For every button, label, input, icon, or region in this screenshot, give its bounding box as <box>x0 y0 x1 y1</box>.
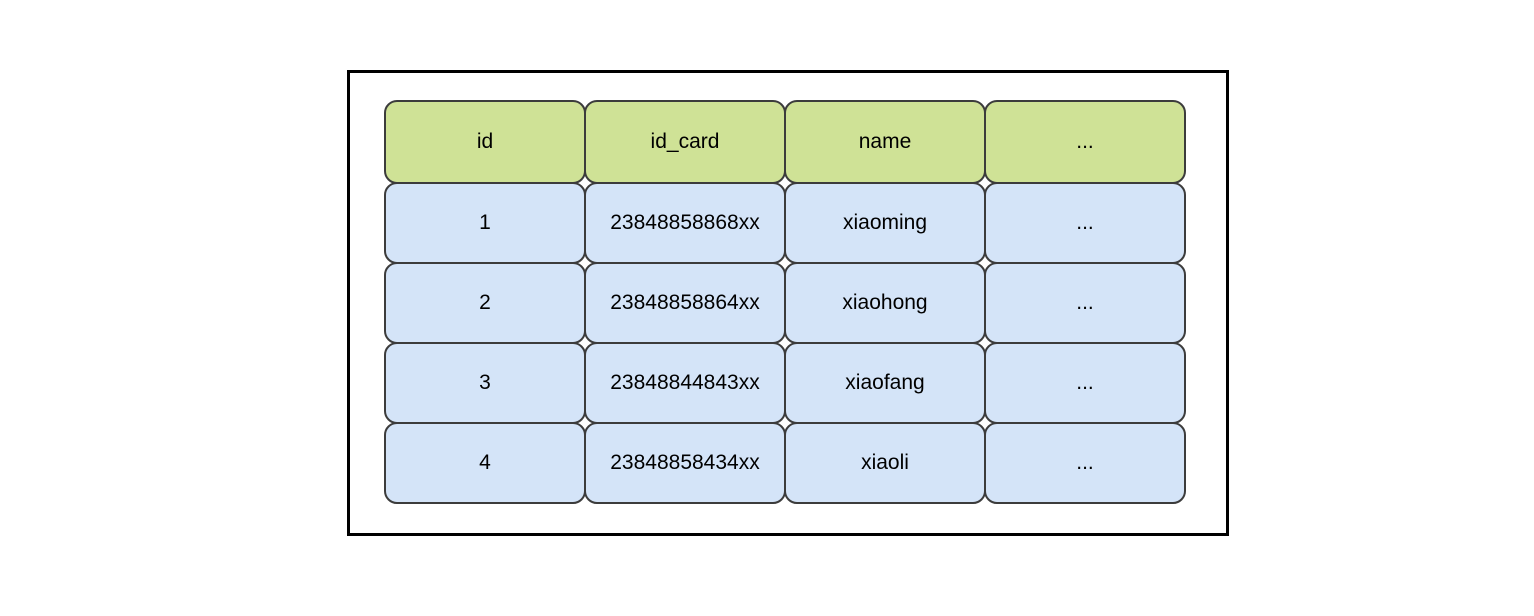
cell-row3-name: xiaofang <box>784 342 986 424</box>
cell-row4-name: xiaoli <box>784 422 986 504</box>
cell-row3-id: 3 <box>384 342 586 424</box>
cell-row1-id: 1 <box>384 182 586 264</box>
header-cell-id: id <box>384 100 586 184</box>
cell-row1-id-card: 23848858868xx <box>584 182 786 264</box>
diagram-frame: id id_card name ... 1 23848858868xx xiao… <box>347 70 1229 536</box>
table-diagram: id id_card name ... 1 23848858868xx xiao… <box>384 100 1186 504</box>
header-cell-ellipsis: ... <box>984 100 1186 184</box>
header-cell-name: name <box>784 100 986 184</box>
cell-row2-name: xiaohong <box>784 262 986 344</box>
cell-row4-id: 4 <box>384 422 586 504</box>
cell-row2-id-card: 23848858864xx <box>584 262 786 344</box>
header-cell-id-card: id_card <box>584 100 786 184</box>
cell-row2-id: 2 <box>384 262 586 344</box>
cell-row4-ellipsis: ... <box>984 422 1186 504</box>
cell-row2-ellipsis: ... <box>984 262 1186 344</box>
cell-row1-ellipsis: ... <box>984 182 1186 264</box>
cell-row3-id-card: 23848844843xx <box>584 342 786 424</box>
cell-row3-ellipsis: ... <box>984 342 1186 424</box>
cell-row4-id-card: 23848858434xx <box>584 422 786 504</box>
cell-row1-name: xiaoming <box>784 182 986 264</box>
